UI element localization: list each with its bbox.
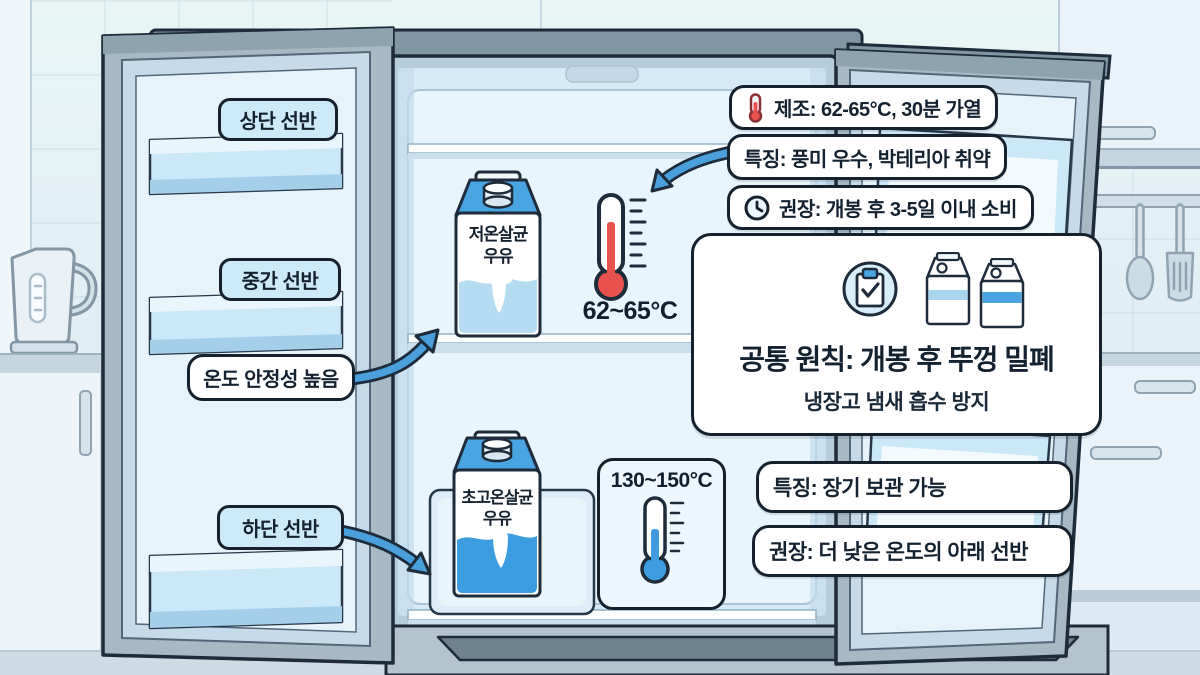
uht-milk-carton [452,430,542,598]
pasteurized-temp-label: 62~65°C [582,297,678,325]
callout-text: 권장: 더 낮은 온도의 아래 선반 [769,541,1029,564]
spoon-icon [1125,202,1155,301]
label-top-shelf: 상단 선반 [218,98,338,141]
callout-text: 특징: 장기 보관 가능 [773,477,947,500]
common-rule-subtitle: 냉장고 냄새 흡수 방지 [803,391,990,414]
cold-thermometer-icon [639,496,684,584]
pasteurized-milk-label: 저온살균 우유 [468,225,529,266]
kettle-icon [9,247,98,355]
callout-text: 권장: 개봉 후 3-5일 이내 소비 [779,199,1017,221]
uht-temp-box: 130~150°C [597,458,726,610]
arrow-to-bottom-shelf [334,524,432,576]
common-rule-title: 공통 원칙: 개봉 후 뚜껑 밀폐 [739,344,1055,375]
callout-recommend-pasteurized: 권장: 개봉 후 3-5일 이내 소비 [727,185,1034,230]
callout-feature-uht: 특징: 장기 보관 가능 [756,461,1073,513]
spatula-icon [1165,202,1195,302]
shelf-bottom [407,609,817,626]
callout-feature-pasteurized: 특징: 풍미 우수, 박테리아 취약 [727,134,1008,180]
clipboard-check-icon [842,261,898,317]
pasteurized-milk-carton [454,170,542,338]
label-middle-shelf: 중간 선반 [219,258,341,301]
milk-carton-icon [979,258,1025,329]
common-rule-panel: 공통 원칙: 개봉 후 뚜껑 밀폐 냉장고 냄새 흡수 방지 [691,233,1102,436]
baseboard-right [1066,590,1200,602]
clock-icon [744,195,770,220]
drawer-handle [1090,446,1162,460]
callout-manufacture: 제조: 62-65°C, 30분 가열 [729,85,999,130]
arrow-to-middle-shelf [344,328,440,386]
thermometer-icon [748,92,763,123]
label-temp-stability: 온도 안정성 높음 [187,354,355,401]
uht-temp-label: 130~150°C [610,469,713,492]
door-bin [148,548,344,630]
callout-text: 제조: 62-65°C, 30분 가열 [774,99,982,121]
milk-carton-icon [925,252,971,326]
cabinet-handle [79,390,92,456]
drawer-handle [1134,380,1196,394]
arrow-to-thermometer [650,144,744,193]
callout-recommend-uht: 권장: 더 낮은 온도의 아래 선반 [752,525,1073,577]
callout-text: 특징: 풍미 우수, 박테리아 취약 [744,148,991,171]
uht-milk-label: 초고온살균 우유 [461,489,534,529]
hot-thermometer-icon [594,193,647,301]
wall-seam [540,0,542,32]
cabinet-divider [100,373,102,653]
label-bottom-shelf: 하단 선반 [217,505,344,550]
